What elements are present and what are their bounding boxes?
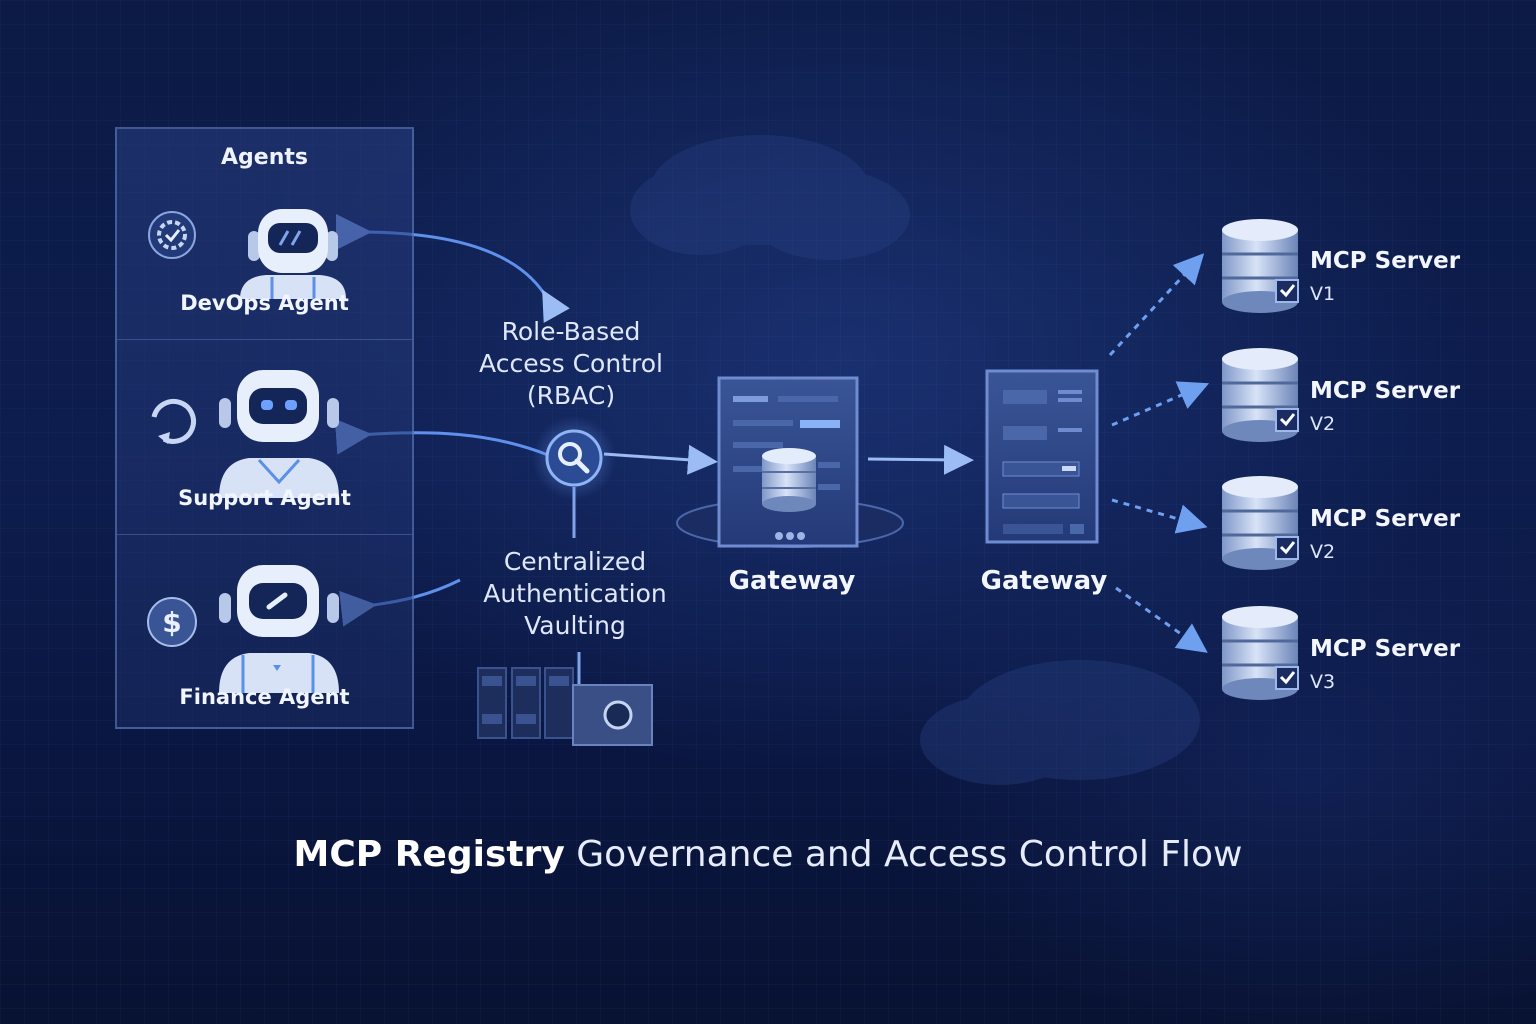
finance-avatar-group: $: [147, 565, 339, 693]
dollar-icon: $: [147, 597, 197, 647]
agent-card-support[interactable]: Support Agent: [117, 339, 412, 535]
server-4-version: V3: [1310, 671, 1336, 693]
magnifier-icon: [532, 416, 616, 500]
server-3-name: MCP Server: [1310, 506, 1461, 532]
gear-check-icon: [148, 211, 196, 259]
to-server-4-arrow: [1115, 586, 1208, 653]
diagram-title-bold: MCP Registry: [293, 834, 565, 875]
rbac-line-2: Access Control: [479, 349, 663, 378]
svg-text:$: $: [162, 606, 181, 639]
auth-label: Centralized Authentication Vaulting: [455, 546, 695, 642]
robot-visor-icon: [240, 209, 346, 299]
to-server-2-arrow: [1111, 381, 1210, 427]
to-server-1-arrow: [1108, 253, 1205, 357]
auth-line-3: Vaulting: [524, 611, 626, 640]
agent-label-finance: Finance Agent: [179, 685, 350, 709]
agent-label-devops: DevOps Agent: [180, 291, 349, 315]
refresh-icon: [151, 398, 196, 444]
rbac-line-3: (RBAC): [526, 381, 616, 410]
rbac-label: Role-Based Access Control (RBAC): [455, 316, 687, 412]
server-3-database-icon: [1222, 476, 1299, 570]
devops-avatar-group: [148, 209, 346, 299]
agent-card-devops[interactable]: DevOps Agent: [117, 179, 412, 339]
diagram-title-rest: Governance and Access Control Flow: [564, 834, 1243, 875]
agents-panel: Agents DevOps Agent: [115, 127, 414, 729]
server-1-name: MCP Server: [1310, 248, 1461, 274]
robot-eyes-icon: [219, 370, 339, 498]
server-3-version: V2: [1310, 541, 1336, 563]
auth-line-2: Authentication: [483, 579, 667, 608]
gateway-server-icon: [985, 369, 1099, 544]
cloud-decoration: [630, 135, 1200, 785]
gateway-database-icon: [676, 376, 904, 548]
gateway-to-gateway-arrow: [867, 444, 974, 475]
server-1-database-icon: [1222, 219, 1299, 313]
vault-racks-icon: [477, 667, 653, 746]
server-2-database-icon: [1222, 348, 1299, 442]
server-1-version: V1: [1310, 283, 1336, 305]
gateway-1-label: Gateway: [728, 566, 856, 596]
server-4-name: MCP Server: [1310, 636, 1461, 662]
agent-card-finance[interactable]: $ Finance Agent: [117, 534, 412, 730]
support-avatar-group: [151, 370, 339, 498]
diagram-title: MCP Registry Governance and Access Contr…: [0, 834, 1536, 875]
rbac-line-1: Role-Based: [501, 317, 641, 346]
gateway-2-label: Gateway: [980, 566, 1108, 596]
auth-line-1: Centralized: [503, 547, 647, 576]
rbac-to-gateway-arrow: [603, 444, 718, 475]
agents-title: Agents: [221, 145, 308, 170]
robot-single-eye-icon: [219, 565, 339, 693]
to-server-3-arrow: [1111, 498, 1208, 534]
server-2-version: V2: [1310, 413, 1336, 435]
server-2-name: MCP Server: [1310, 378, 1461, 404]
agent-label-support: Support Agent: [178, 486, 351, 510]
server-4-database-icon: [1222, 606, 1299, 700]
